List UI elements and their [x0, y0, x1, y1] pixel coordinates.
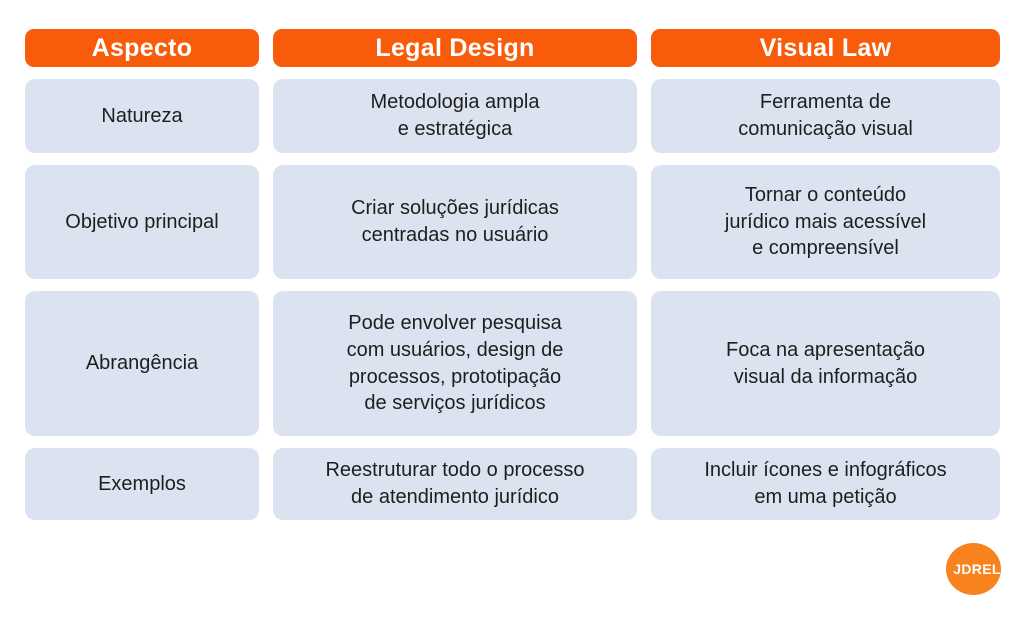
legal-design-cell-abrangencia: Pode envolver pesquisa com usuários, des… — [273, 291, 637, 436]
jdrel-logo: JDREL — [946, 543, 1001, 595]
visual-law-cell-natureza: Ferramenta de comunicação visual — [651, 79, 1000, 153]
legal-design-cell-objetivo: Criar soluções jurídicas centradas no us… — [273, 165, 637, 279]
aspect-cell-exemplos: Exemplos — [25, 448, 259, 520]
header-visual-law: Visual Law — [651, 29, 1000, 67]
legal-design-cell-exemplos: Reestruturar todo o processo de atendime… — [273, 448, 637, 520]
comparison-table: Aspecto Legal Design Visual Law Natureza… — [25, 29, 1000, 520]
aspect-cell-natureza: Natureza — [25, 79, 259, 153]
legal-design-cell-natureza: Metodologia ampla e estratégica — [273, 79, 637, 153]
jdrel-logo-text: JDREL — [953, 561, 1001, 577]
visual-law-cell-objetivo: Tornar o conteúdo jurídico mais acessíve… — [651, 165, 1000, 279]
aspect-cell-objetivo: Objetivo principal — [25, 165, 259, 279]
visual-law-cell-exemplos: Incluir ícones e infográficos em uma pet… — [651, 448, 1000, 520]
aspect-cell-abrangencia: Abrangência — [25, 291, 259, 436]
visual-law-cell-abrangencia: Foca na apresentação visual da informaçã… — [651, 291, 1000, 436]
header-aspecto: Aspecto — [25, 29, 259, 67]
header-legal-design: Legal Design — [273, 29, 637, 67]
